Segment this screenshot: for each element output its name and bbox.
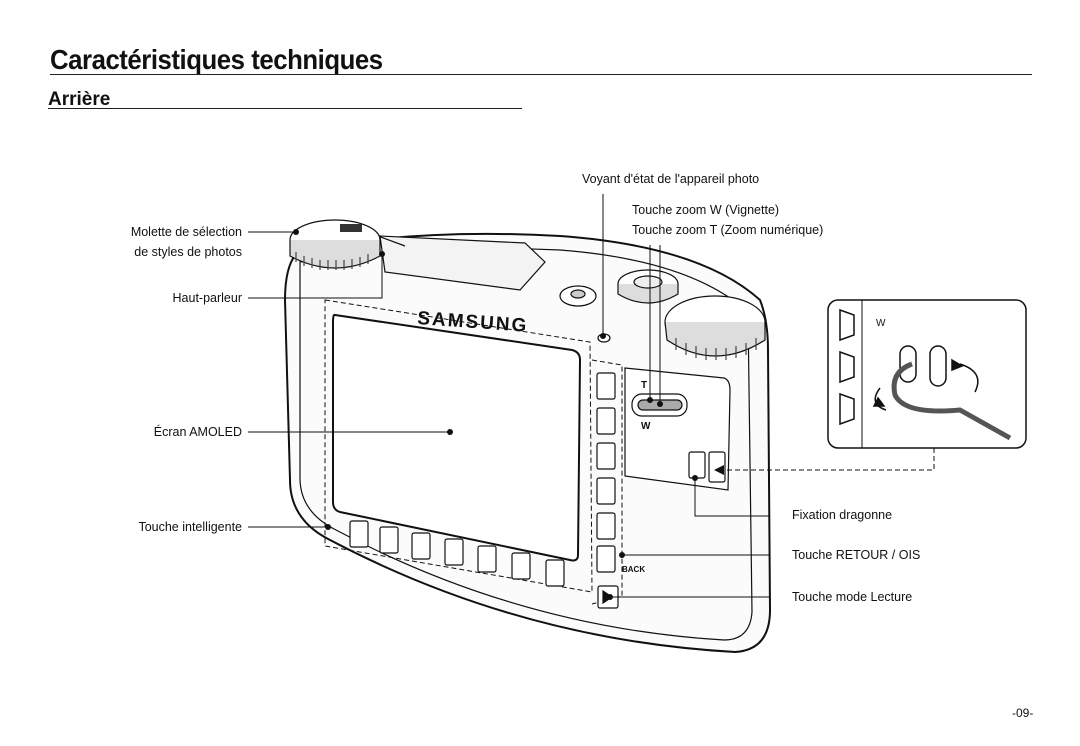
- inset-w-mark: W: [876, 318, 886, 329]
- status-led-label: Voyant d'état de l'appareil photo: [582, 172, 760, 186]
- strap-label: Fixation dragonne: [792, 508, 893, 522]
- page-number: -09-: [1012, 706, 1034, 720]
- top-panel: [377, 235, 546, 291]
- mode-dial: [664, 295, 766, 360]
- style-dial-label-1: Molette de sélection: [130, 225, 242, 239]
- power-button: [559, 285, 597, 307]
- playback-label: Touche mode Lecture: [792, 590, 913, 604]
- zoom-t-mark: T: [641, 380, 647, 391]
- amoled-screen: [324, 299, 593, 593]
- callout-lines: [248, 194, 770, 598]
- section-rule: [48, 108, 522, 109]
- back-mark: BACK: [622, 565, 645, 574]
- title-rule: [50, 74, 1032, 75]
- zoom-t-label: Touche zoom T (Zoom numérique): [632, 223, 824, 237]
- zoom-w-label: Touche zoom W (Vignette): [632, 203, 780, 217]
- speaker-label: Haut-parleur: [172, 291, 242, 305]
- smart-touch-buttons: [349, 372, 616, 587]
- style-selector-dial: [289, 219, 381, 270]
- smart-touch-label: Touche intelligente: [138, 520, 242, 534]
- zoom-w-mark: W: [641, 421, 651, 432]
- screen-label: Écran AMOLED: [153, 425, 242, 439]
- page-title: Caractéristiques techniques: [50, 44, 383, 75]
- section-title: Arrière: [48, 89, 111, 110]
- callout-dots: [293, 229, 698, 600]
- style-dial-label-2: de styles de photos: [134, 245, 242, 259]
- strap-inset: [827, 299, 1027, 449]
- back-ois-label: Touche RETOUR / OIS: [792, 548, 921, 562]
- inset-link-line: [722, 448, 935, 471]
- shutter-button: [617, 269, 679, 304]
- inset-link-arrow: [714, 465, 724, 475]
